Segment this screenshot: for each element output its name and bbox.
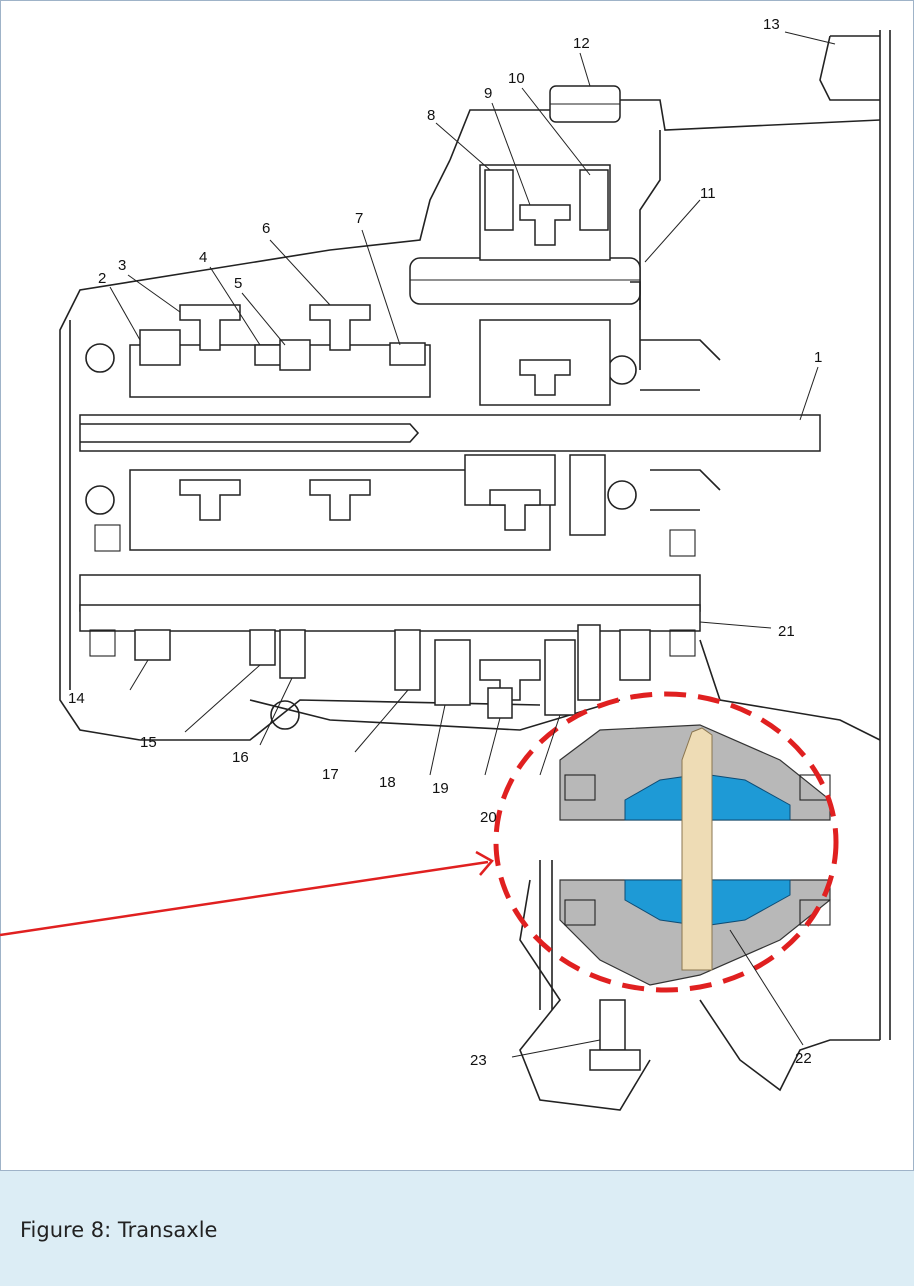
- callout-1: 1: [814, 349, 822, 366]
- top-gear-cluster: [479, 85, 721, 511]
- callout-12: 12: [573, 35, 590, 52]
- callout-14: 14: [68, 690, 85, 707]
- callout-16: 16: [232, 749, 249, 766]
- callout-17: 17: [322, 766, 339, 783]
- callout-15: 15: [140, 734, 157, 751]
- callout-2: 2: [98, 270, 106, 287]
- transaxle-housing: [59, 30, 891, 1111]
- input-shaft-assembly: [79, 257, 821, 515]
- callout-4: 4: [199, 249, 207, 266]
- callout-11: 11: [700, 185, 716, 202]
- callout-21: 21: [778, 623, 795, 640]
- highlight-arrowhead: [475, 850, 494, 876]
- callout-13: 13: [763, 16, 780, 33]
- callout-7: 7: [355, 210, 363, 227]
- callout-19: 19: [432, 780, 449, 797]
- transaxle-cross-section-diagram: 1 2 3 4 5 6 7 8 9 10 11 12 13 14 15 16 1…: [0, 16, 891, 1111]
- callout-9: 9: [484, 85, 492, 102]
- upper-gear-train: [129, 304, 606, 551]
- callout-6: 6: [262, 220, 270, 237]
- callout-5: 5: [234, 275, 242, 292]
- callout-22: 22: [795, 1050, 812, 1067]
- callout-10: 10: [508, 70, 525, 87]
- callout-20: 20: [480, 809, 497, 826]
- callout-leader-lines: [109, 31, 836, 1058]
- callout-8: 8: [427, 107, 435, 124]
- callout-3: 3: [118, 257, 126, 274]
- countershaft-assembly: [79, 524, 701, 719]
- differential-highlight-circle: [493, 691, 839, 993]
- figure-caption-bar: Figure 8: Transaxle: [0, 1170, 914, 1286]
- callout-18: 18: [379, 774, 396, 791]
- differential-assembly: [559, 724, 831, 1071]
- highlight-arrow: [0, 860, 489, 937]
- callout-23: 23: [470, 1052, 487, 1069]
- figure-caption: Figure 8: Transaxle: [20, 1218, 218, 1242]
- callout-labels: 1 2 3 4 5 6 7 8 9 10 11 12 13 14 15 16 1…: [68, 16, 822, 1069]
